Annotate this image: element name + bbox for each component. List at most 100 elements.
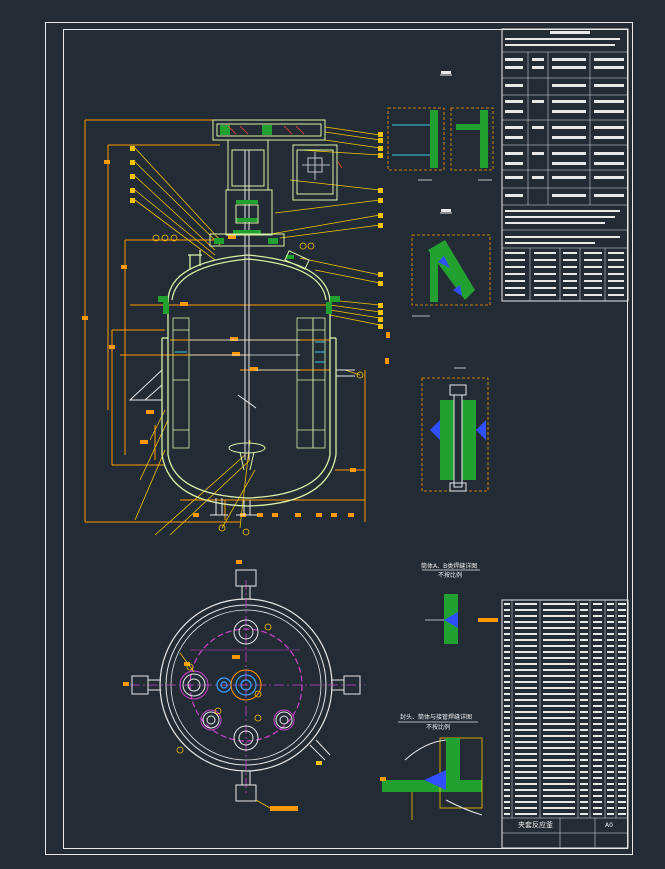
parts-list-cell: [618, 687, 626, 689]
parts-list-cell: [618, 735, 626, 737]
parts-list-cell: [543, 729, 575, 731]
parts-list-cell: [618, 747, 626, 749]
dimension-lines: [84, 119, 366, 523]
parts-list-cell: [607, 741, 614, 743]
parts-list-cell: [593, 615, 602, 617]
parts-list-cell: [618, 639, 626, 641]
drive-section-hatch: [227, 125, 343, 169]
parts-list-cell: [607, 633, 614, 635]
parts-list-cell: [543, 687, 575, 689]
parts-list-cell: [593, 681, 602, 683]
plan-view: [123, 560, 365, 811]
parts-list-cell: [543, 735, 575, 737]
parts-list-cell: [515, 639, 537, 641]
parts-list-cell: [543, 609, 575, 611]
parts-list-cell: [580, 801, 588, 803]
parts-list-cell: [515, 693, 537, 695]
weld-detail-b-scale: 不按比例: [426, 724, 451, 731]
parts-list-cell: [593, 651, 602, 653]
parts-list-cell: [515, 735, 537, 737]
parts-list-cell: [593, 705, 602, 707]
parts-list-cell: [580, 657, 588, 659]
parts-list-cell: [607, 777, 614, 779]
parts-list-cell: [618, 675, 626, 677]
parts-list-cell: [504, 657, 510, 659]
parts-list-cell: [593, 729, 602, 731]
side-nozzle-right: [336, 369, 355, 377]
parts-list-cell: [607, 603, 614, 605]
parts-list-cell: [580, 795, 588, 797]
parts-list-cell: [593, 807, 602, 809]
drawing-outer-border: [45, 22, 633, 855]
parts-list-cell: [607, 705, 614, 707]
leader-lines: [134, 126, 381, 536]
parts-list-cell: [618, 627, 626, 629]
parts-list-cell: [580, 699, 588, 701]
parts-list-cell: [618, 801, 626, 803]
parts-list-cell: [607, 771, 614, 773]
parts-list-cell: [580, 723, 588, 725]
parts-list-cell: [515, 729, 537, 731]
parts-list-cell: [504, 603, 510, 605]
parts-list-cell: [504, 639, 510, 641]
parts-list-cell: [593, 771, 602, 773]
parts-list-cell: [593, 603, 602, 605]
weld-detail-a: [422, 569, 498, 644]
parts-list-cell: [504, 699, 510, 701]
parts-list-cell: [515, 807, 537, 809]
support-lug-left: [128, 369, 163, 401]
parts-list-cell: [618, 783, 626, 785]
parts-list-cell: [504, 693, 510, 695]
parts-list-cell: [515, 771, 537, 773]
parts-list-cell: [580, 687, 588, 689]
parts-list-cell: [504, 729, 510, 731]
parts-list-cell: [543, 753, 575, 755]
parts-list-cell: [618, 681, 626, 683]
parts-list-cell: [504, 687, 510, 689]
parts-list-cell: [504, 627, 510, 629]
parts-list-cell: [515, 657, 537, 659]
parts-list-cell: [543, 639, 575, 641]
parts-list-cell: [618, 705, 626, 707]
parts-list-cell: [515, 699, 537, 701]
parts-list-cell: [543, 717, 575, 719]
parts-list-cell: [593, 711, 602, 713]
parts-list-cell: [593, 777, 602, 779]
parts-list-cell: [607, 813, 614, 815]
parts-list-cell: [593, 753, 602, 755]
balloon-callouts: [152, 234, 364, 536]
parts-list-cell: [593, 717, 602, 719]
weld-detail-b: [380, 721, 483, 820]
parts-list-cell: [504, 759, 510, 761]
parts-list-cell: [504, 621, 510, 623]
parts-list-cell: [618, 723, 626, 725]
parts-list-cell: [543, 615, 575, 617]
parts-list-cell: [607, 609, 614, 611]
parts-list-cell: [580, 771, 588, 773]
parts-list-cell: [593, 741, 602, 743]
parts-list-cell: [504, 681, 510, 683]
parts-list-cell: [543, 651, 575, 653]
parts-list-cell: [515, 663, 537, 665]
parts-list-cell: [543, 789, 575, 791]
parts-list-cell: [515, 609, 537, 611]
parts-list-cell: [543, 711, 575, 713]
parts-list-cell: [618, 753, 626, 755]
parts-list-cell: [607, 789, 614, 791]
elevation-view: [82, 119, 390, 536]
parts-list-cell: [504, 705, 510, 707]
parts-list-cell: [618, 603, 626, 605]
parts-list-cell: [618, 609, 626, 611]
parts-list-cell: [543, 705, 575, 707]
parts-list-cell: [580, 747, 588, 749]
parts-list-cell: [515, 615, 537, 617]
parts-list-cell: [543, 663, 575, 665]
parts-list-cell: [593, 759, 602, 761]
parts-list-cell: [593, 645, 602, 647]
parts-list-cell: [580, 693, 588, 695]
parts-list-cell: [543, 801, 575, 803]
parts-list-table: [501, 599, 629, 849]
parts-list-cell: [515, 717, 537, 719]
